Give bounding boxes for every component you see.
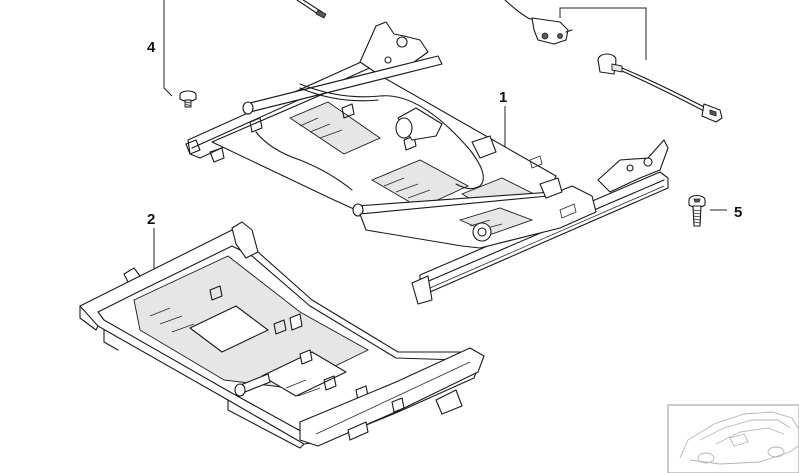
thumbnail-frame: [667, 404, 799, 473]
leader-4: [163, 0, 173, 97]
callout-5: 5: [734, 204, 742, 221]
torx-bolt: [688, 194, 706, 227]
connector-cable: [504, 0, 723, 123]
seat-frame-upper: [185, 21, 669, 305]
callout-1: 1: [499, 89, 507, 106]
mounting-screw: [179, 90, 197, 108]
seat-base-tray: [79, 221, 485, 449]
cable-partial-top: [296, 0, 327, 19]
leader-cable-bracket: [559, 7, 647, 60]
vehicle-thumbnail: [667, 404, 799, 473]
callout-4: 4: [147, 39, 156, 56]
callout-2: 2: [147, 211, 155, 228]
